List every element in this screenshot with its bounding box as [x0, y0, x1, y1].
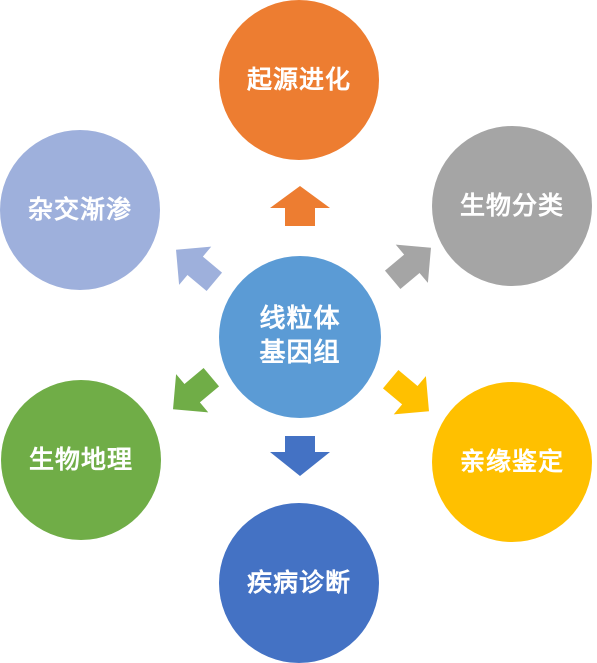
- node-label: 起源进化: [246, 64, 351, 94]
- node-label: 杂交渐渗: [27, 194, 132, 224]
- node-biogeography: 生物地理: [1, 380, 161, 540]
- node-label: 生物地理: [28, 444, 133, 474]
- node-hybridization: 杂交渐渗: [0, 130, 160, 290]
- center-node: 线粒体 基因组: [219, 256, 381, 418]
- node-label: 生物分类: [459, 190, 564, 220]
- node-label: 亲缘鉴定: [459, 446, 564, 476]
- arrow-to-diagnosis: [270, 436, 330, 476]
- arrow-to-biogeography: [173, 367, 220, 413]
- center-label-line2: 基因组: [259, 338, 341, 368]
- arrow-to-hybridization: [176, 246, 223, 292]
- arrow-to-kinship: [382, 369, 429, 415]
- node-kinship: 亲缘鉴定: [432, 382, 592, 542]
- node-label: 疾病诊断: [246, 567, 351, 597]
- arrow-to-origin-evolution: [270, 186, 330, 226]
- arrow-to-classification: [384, 244, 431, 290]
- node-origin-evolution: 起源进化: [219, 0, 379, 160]
- node-diagnosis: 疾病诊断: [219, 503, 379, 663]
- node-classification: 生物分类: [432, 126, 592, 286]
- center-label-line1: 线粒体: [259, 304, 341, 335]
